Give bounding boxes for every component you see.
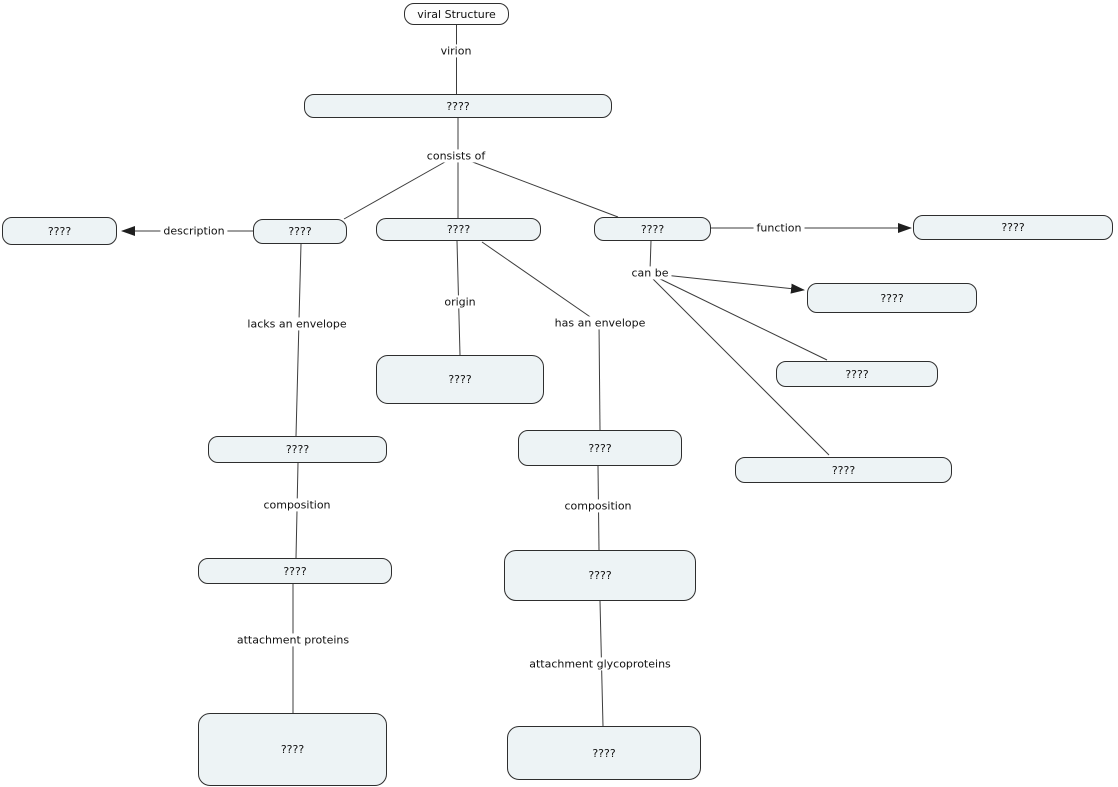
edge-consists-right <box>461 157 619 218</box>
link-has-an-envelope[interactable]: has an envelope <box>551 316 649 330</box>
concept-can-be-option-2[interactable]: ???? <box>776 361 938 387</box>
concept-can-be-option-1[interactable]: ???? <box>807 283 977 313</box>
edge-lacks-envelope <box>295 243 302 437</box>
link-function[interactable]: function <box>753 221 805 235</box>
edge-can-be-1 <box>654 273 805 294</box>
concept-center-level2[interactable]: ???? <box>518 430 682 466</box>
link-description[interactable]: description <box>160 224 228 238</box>
concept-branch-left[interactable]: ???? <box>253 219 347 244</box>
concept-center-level4[interactable]: ???? <box>507 726 701 780</box>
concept-viral-structure[interactable]: viral Structure <box>404 3 509 25</box>
concept-branch-center[interactable]: ???? <box>376 218 541 241</box>
edge-has-envelope-b <box>598 322 601 431</box>
edge-can-be-3 <box>649 275 830 456</box>
edge-can-be-2 <box>651 274 828 361</box>
concept-description-note[interactable]: ???? <box>2 217 117 245</box>
concept-can-be-option-3[interactable]: ???? <box>735 457 952 483</box>
concept-center-level3[interactable]: ???? <box>504 550 696 601</box>
concept-left-level2[interactable]: ???? <box>208 436 387 463</box>
edge-has-envelope-a <box>481 241 600 324</box>
link-virion[interactable]: virion <box>437 44 475 58</box>
link-composition-left[interactable]: composition <box>260 498 334 512</box>
edge-consists-left <box>343 157 453 220</box>
edge-can-be-stem <box>649 240 652 272</box>
link-can-be[interactable]: can be <box>628 266 672 280</box>
link-composition-center[interactable]: composition <box>561 499 635 513</box>
concept-left-level3[interactable]: ???? <box>198 558 392 584</box>
link-lacks-an-envelope[interactable]: lacks an envelope <box>244 317 350 331</box>
link-consists-of[interactable]: consists of <box>423 149 489 163</box>
link-attachment-glycoproteins[interactable]: attachment glycoproteins <box>526 657 674 671</box>
concept-virion-level[interactable]: ???? <box>304 94 612 118</box>
link-origin[interactable]: origin <box>441 295 479 309</box>
concept-left-level4[interactable]: ???? <box>198 713 387 786</box>
concept-branch-right[interactable]: ???? <box>594 217 711 241</box>
concept-function-note[interactable]: ???? <box>913 215 1113 240</box>
link-attachment-proteins[interactable]: attachment proteins <box>233 633 353 647</box>
concept-origin-note[interactable]: ???? <box>376 355 544 404</box>
